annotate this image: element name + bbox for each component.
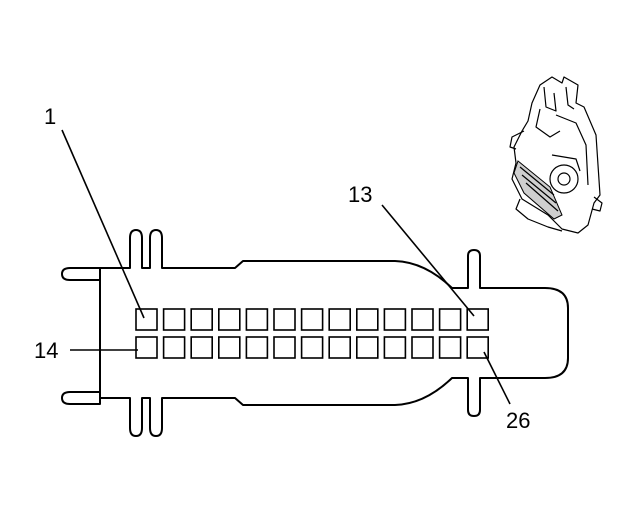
cavity-pin-15 (162, 336, 186, 359)
cavity-pin-19 (273, 336, 296, 359)
connector-body-outline (61, 229, 569, 437)
cavity-pin-24 (411, 336, 434, 359)
cavity-pin-10 (383, 308, 407, 331)
cavity-pin-14 (135, 336, 158, 359)
cavity-pin-5 (245, 308, 269, 331)
cavity-pin-3 (190, 308, 213, 331)
cavity-pin-21 (328, 336, 352, 359)
leader-line-pin-1 (61, 129, 145, 319)
cavity-pin-4 (218, 308, 241, 331)
cavity-pin-8 (328, 308, 352, 331)
leader-line-pin-13 (381, 204, 475, 317)
callout-pin-1: 1 (44, 104, 56, 129)
cavity-pin-20 (300, 336, 324, 359)
cavity-pin-26 (466, 336, 490, 359)
cavity-pin-12 (438, 308, 462, 331)
cavity-pin-16 (190, 336, 213, 359)
cavity-pin-11 (411, 308, 434, 331)
cavity-pin-22 (355, 336, 379, 359)
cavity-pin-23 (383, 336, 407, 359)
cavity-pin-18 (245, 336, 269, 359)
callout-pin-13: 13 (348, 182, 372, 207)
cavity-pin-1 (135, 308, 158, 331)
callout-pin-14: 14 (34, 338, 58, 363)
cavity-pin-17 (218, 336, 241, 359)
cavity-pin-7 (300, 308, 324, 331)
cavity-pin-6 (273, 308, 296, 331)
connector-isometric-thumbnail (509, 76, 603, 234)
callout-pin-26: 26 (506, 408, 530, 433)
cavity-grid (135, 308, 490, 359)
leader-line-pin-26 (483, 351, 511, 405)
cavity-pin-25 (438, 336, 462, 359)
cavity-pin-2 (162, 308, 186, 331)
cavity-pin-9 (355, 308, 379, 331)
